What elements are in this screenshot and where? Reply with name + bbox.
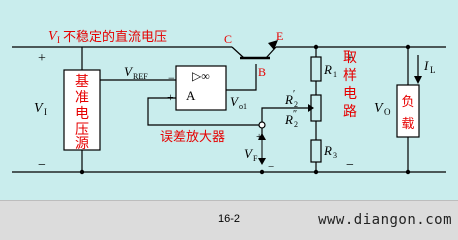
- reference-voltage-block: [63, 69, 101, 151]
- node-dot: [405, 44, 411, 50]
- vf-symbol: V: [244, 146, 254, 161]
- node-dot: [259, 169, 265, 175]
- r2-prime-mark: ′: [293, 89, 295, 100]
- r2-double-prime-mark: ″: [293, 109, 297, 120]
- ref-block-char: 基: [75, 73, 89, 90]
- figure-caption-bar: 16-2 www.diangon.com: [0, 200, 458, 232]
- load-block: [396, 84, 420, 138]
- watermark-url: www.diangon.com: [318, 212, 452, 228]
- input-minus-sign: −: [38, 158, 46, 173]
- ref-block-char: 准: [75, 90, 89, 106]
- resistor-r3: [310, 139, 322, 163]
- sampling-circuit-char: 取: [343, 50, 357, 66]
- base-label: B: [258, 65, 266, 79]
- vref-subscript: REF: [133, 72, 148, 81]
- figure-frame: 基 准 电 压 源 ▷∞ A − + 负 载 V I 不稳定的直流电压 C E: [0, 0, 458, 232]
- error-amplifier-label: 误差放大器: [160, 130, 225, 145]
- ref-block-char: 源: [75, 136, 89, 152]
- output-minus-sign: −: [346, 158, 354, 173]
- vi-caption-text: 不稳定的直流电压: [63, 29, 167, 45]
- input-voltage-symbol: V: [34, 101, 44, 116]
- circuit-diagram: 基 准 电 压 源 ▷∞ A − + 负 载 V I 不稳定的直流电压 C E: [0, 0, 458, 200]
- r3-subscript: 3: [333, 151, 337, 160]
- il-arrowhead: [414, 76, 422, 84]
- sampling-circuit-char: 电: [343, 86, 357, 102]
- resistor-r1: [310, 56, 322, 82]
- vref-symbol: V: [124, 64, 134, 79]
- r2-double-prime-subscript: 2: [294, 120, 298, 129]
- opamp-symbol: ▷∞: [192, 69, 210, 83]
- vo1-symbol: V: [230, 94, 240, 109]
- emitter-label: E: [276, 29, 283, 43]
- load-current-symbol: I: [423, 58, 429, 73]
- vf-minus-sign: −: [268, 161, 274, 173]
- r2-prime-symbol: R: [284, 92, 293, 107]
- circuit-schematic: 基 准 电 压 源 ▷∞ A − + 负 载 V I 不稳定的直流电压 C E: [12, 29, 446, 175]
- error-amplifier-block: [175, 65, 227, 111]
- inverting-input-wire: [147, 97, 262, 126]
- ref-block-char: 压: [75, 122, 89, 138]
- load-char: 负: [401, 95, 414, 110]
- opamp-plus-sign: +: [167, 90, 174, 104]
- wiper-wire: [261, 107, 311, 125]
- vf-subscript: F: [253, 154, 258, 163]
- opamp-minus-sign: −: [168, 71, 175, 85]
- input-plus-sign: +: [38, 51, 46, 66]
- node-dot: [313, 169, 319, 175]
- feedback-node-terminal: [258, 121, 266, 129]
- vo1-subscript: o1: [239, 102, 247, 111]
- r1-subscript: 1: [333, 70, 337, 79]
- r3-symbol: R: [323, 143, 332, 158]
- transistor-collector: [231, 46, 245, 59]
- vi-caption-symbol: V: [48, 29, 58, 44]
- output-voltage-subscript: O: [384, 107, 391, 117]
- vf-up-arrowhead: [258, 133, 266, 140]
- node-dot: [313, 44, 319, 50]
- sampling-circuit-char: 路: [343, 104, 357, 120]
- vf-plus-sign: +: [256, 131, 262, 143]
- figure-number: 16-2: [217, 213, 241, 225]
- collector-label: C: [224, 32, 232, 46]
- r2-double-prime-symbol: R: [284, 112, 293, 127]
- wiper-arrowhead: [308, 104, 314, 112]
- output-voltage-symbol: V: [374, 101, 384, 116]
- ref-block-char: 电: [75, 106, 89, 122]
- input-voltage-subscript: I: [44, 107, 47, 117]
- vf-down-arrowhead: [258, 158, 266, 165]
- load-char: 载: [401, 117, 414, 132]
- opamp-label-a: A: [186, 88, 196, 103]
- r1-symbol: R: [323, 62, 332, 77]
- node-dot: [79, 169, 85, 175]
- base-drive-wire: [226, 64, 257, 91]
- node-dot: [405, 169, 411, 175]
- sampling-circuit-char: 样: [343, 68, 357, 84]
- vi-caption-subscript: I: [57, 35, 60, 45]
- load-current-subscript: L: [430, 65, 436, 75]
- emitter-arrowhead: [268, 40, 278, 50]
- r2-prime-subscript: 2: [294, 100, 298, 109]
- output-plus-sign: +: [346, 51, 354, 66]
